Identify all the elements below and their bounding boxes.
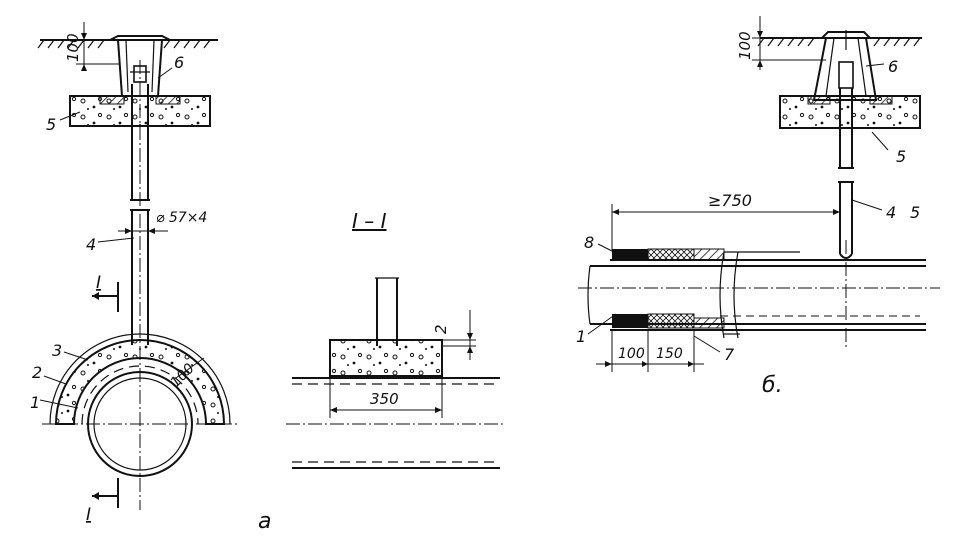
width-dimension: 350 [329, 376, 443, 418]
callout-b-5b: 5 [910, 203, 920, 222]
surface-box-b [812, 30, 878, 101]
main-pipe-section [286, 377, 504, 469]
pipe-cross-section [42, 371, 238, 477]
section-mark-top: I [92, 273, 119, 312]
callout-b-8: 8 [584, 233, 594, 252]
gap-label: 2 [432, 324, 450, 334]
depth-label-a: 100 [64, 33, 82, 62]
callout-b-4: 4 [886, 203, 896, 222]
section-mark-bottom: I [86, 478, 119, 525]
seg1-label: 100 [618, 346, 645, 362]
ground-surface-b [757, 37, 922, 47]
callouts-a: 5 6 4 3 2 1 [30, 53, 184, 412]
pipe-a [130, 60, 150, 510]
gap-dimension: 2 [432, 310, 476, 360]
pipe-size-label: ⌀ 57×4 [156, 210, 207, 226]
width-label: 350 [370, 390, 399, 408]
section-mark-top-label: I [96, 273, 101, 293]
callout-a-6: 6 [174, 53, 184, 72]
callout-a-3: 3 [52, 341, 62, 360]
callout-a-5: 5 [46, 115, 56, 134]
pipe-size-dimension: ⌀ 57×4 [118, 210, 207, 234]
caption-a: a [258, 509, 271, 534]
callout-b-5: 5 [896, 147, 906, 166]
callout-a-1: 1 [30, 393, 40, 412]
view-b: 100 [576, 16, 940, 398]
pipe-b [838, 88, 854, 350]
callout-b-7: 7 [724, 345, 735, 364]
min-length-dimension: ≥750 [611, 191, 840, 250]
view-a: 100 ⌀ 57×4 I 100 [30, 22, 271, 534]
pipe-wrap-layers [612, 248, 800, 335]
segment-dimensions: 100 150 [596, 330, 704, 372]
concrete-slab-b [779, 95, 921, 129]
callouts-b: 8 1 7 6 5 4 5 [576, 57, 920, 364]
caption-b: б. [762, 373, 783, 398]
callout-a-4: 4 [86, 235, 96, 254]
depth-dimension-b: 100 [736, 16, 826, 70]
ground-surface-a [37, 39, 218, 49]
section-mark-bottom-label: I [86, 505, 91, 525]
min-length-label: ≥750 [708, 191, 752, 210]
callout-a-2: 2 [32, 363, 42, 382]
callout-b-6: 6 [888, 57, 898, 76]
section-view: I – I 350 2 [286, 209, 504, 469]
depth-dimension-a: 100 [64, 22, 120, 71]
section-title: I – I [352, 209, 387, 233]
depth-label-b: 100 [736, 31, 754, 60]
seg2-label: 150 [656, 346, 683, 362]
concrete-block [329, 339, 443, 377]
callout-b-1: 1 [576, 327, 586, 346]
